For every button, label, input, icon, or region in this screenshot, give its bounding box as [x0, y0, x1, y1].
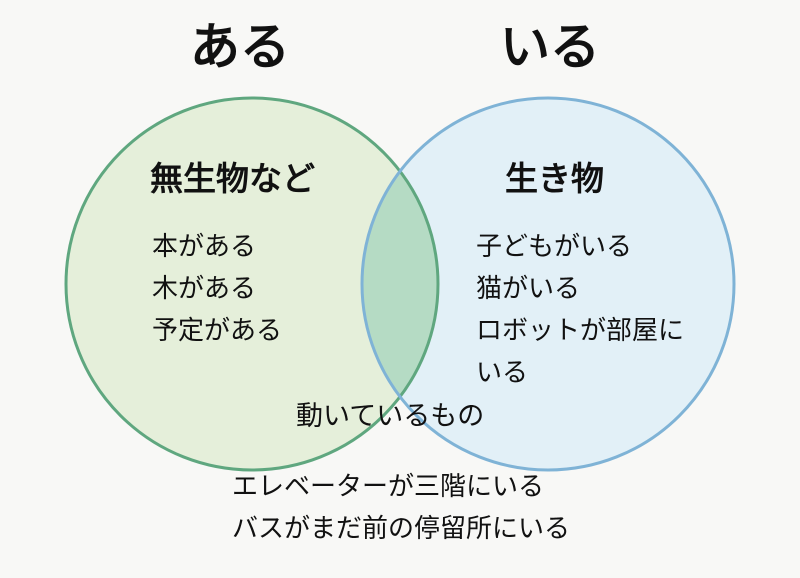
left-category-label: 無生物など	[150, 159, 315, 198]
right-heading: いる	[500, 18, 600, 76]
left-heading: ある	[190, 18, 290, 76]
list-item: エレベーターが三階にいる	[232, 472, 545, 502]
list-item: ロボットが部屋に	[476, 316, 685, 346]
list-item: いる	[476, 358, 529, 388]
left-circle-outline	[64, 96, 440, 472]
overlap-label: 動いているもの	[296, 401, 485, 432]
bottom-example-list: エレベーターが三階にいる バスがまだ前の停留所にいる	[232, 466, 570, 550]
right-category-label: 生き物	[505, 159, 604, 198]
left-circle	[66, 98, 438, 470]
list-item: 猫がいる	[476, 274, 581, 304]
left-example-list: 本がある 木がある 予定がある	[152, 226, 282, 352]
right-example-list: 子どもがいる 猫がいる ロボットが部屋に いる	[476, 226, 684, 394]
list-item: 予定がある	[152, 316, 283, 346]
list-item: 本がある	[152, 232, 257, 262]
right-circle-outline	[360, 96, 736, 472]
list-item: 木がある	[152, 274, 257, 304]
list-item: 子どもがいる	[476, 232, 633, 262]
list-item: バスがまだ前の停留所にいる	[232, 514, 571, 544]
right-circle	[362, 98, 734, 470]
